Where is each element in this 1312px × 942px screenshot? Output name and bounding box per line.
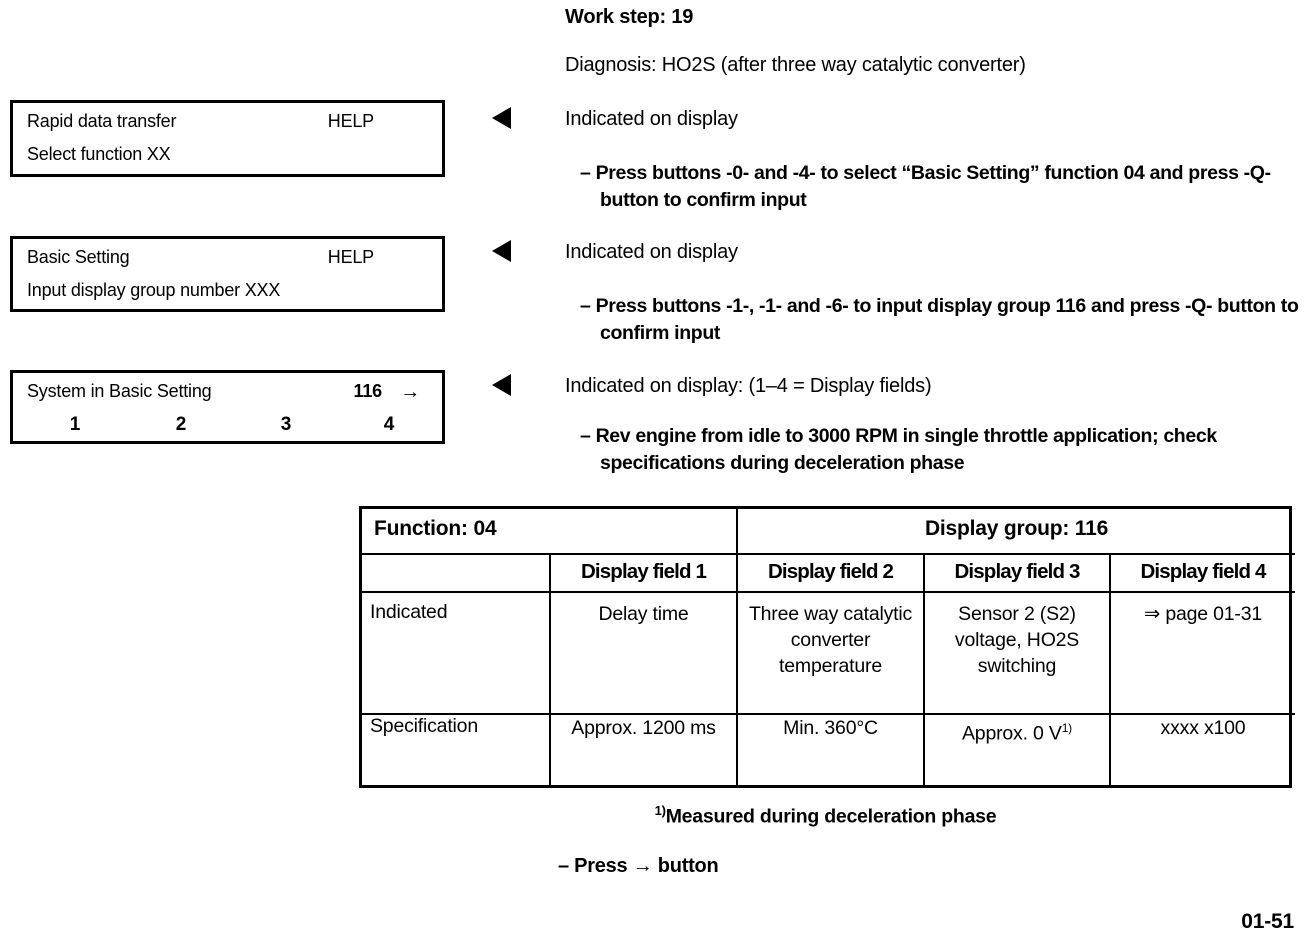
cell-spec-field-3: Approx. 0 V1) (925, 715, 1109, 747)
instruction-bullet-1: – Press buttons -0- and -4- to select “B… (580, 162, 1271, 211)
instruction-title-3: Indicated on display: (1–4 = Display fie… (565, 375, 932, 397)
cell-indicated-field-2: Three way catalytic converter temperatur… (748, 603, 913, 677)
table-header-row: Display field 1 Display field 2 Display … (362, 553, 1295, 593)
right-arrow-icon: → (400, 381, 420, 403)
instruction-bullet-3: – Rev engine from idle to 3000 RPM in si… (580, 425, 1217, 474)
table-row-specification: Specification Approx. 1200 ms Min. 360°C… (362, 713, 1295, 785)
display-group-value: 116 (353, 381, 383, 401)
row-label-specification: Specification (370, 715, 478, 737)
instruction-title-2: Indicated on display (565, 241, 738, 263)
instruction-bullet-2: – Press buttons -1-, -1- and -6- to inpu… (580, 295, 1299, 344)
display-title-1: Rapid data transfer (27, 111, 177, 131)
cell-spec-field-2: Min. 360°C (783, 717, 878, 739)
left-triangle-pointer-icon (492, 240, 511, 262)
left-triangle-pointer-icon (492, 107, 511, 129)
cell-indicated-field-1: Delay time (598, 603, 689, 625)
display-title-3: System in Basic Setting (27, 381, 212, 401)
column-header-display-field-1: Display field 1 (580, 560, 707, 583)
scanner-display-box-2: Basic Setting HELP Input display group n… (10, 236, 445, 312)
work-step-heading: Work step: 19 (565, 6, 694, 28)
display-field-number-3: 3 (280, 414, 292, 435)
scanner-display-box-3: System in Basic Setting 116 → 1 2 3 4 (10, 370, 445, 444)
cell-indicated-field-3: Sensor 2 (S2) voltage, HO2S switching (954, 603, 1080, 677)
scanner-display-box-1: Rapid data transfer HELP Select function… (10, 100, 445, 177)
instruction-title-1: Indicated on display (565, 108, 738, 130)
row-label-indicated: Indicated (370, 601, 448, 623)
footnote-marker: 1) (654, 803, 666, 818)
table-footnote: 1)Measured during deceleration phase (359, 803, 1292, 829)
display-field-number-2: 2 (175, 414, 187, 435)
page-number: 01-51 (1241, 910, 1294, 933)
table-title-row: Function: 04 Display group: 116 (362, 509, 1295, 555)
cell-spec-field-1: Approx. 1200 ms (571, 717, 716, 739)
column-header-display-field-2: Display field 2 (767, 560, 894, 583)
display-title-2: Basic Setting (27, 247, 130, 267)
specification-table: Function: 04 Display group: 116 Display … (359, 506, 1295, 788)
diagnosis-heading: Diagnosis: HO2S (after three way catalyt… (565, 54, 1026, 76)
display-field-number-4: 4 (383, 414, 395, 435)
cell-indicated-field-4: ⇒ page 01-31 (1143, 603, 1263, 625)
table-function-label: Function: 04 (374, 517, 497, 540)
display-help-label-1: HELP (327, 111, 374, 131)
table-row-indicated: Indicated Delay time Three way catalytic… (362, 591, 1295, 715)
press-button-instruction: – Press → button (558, 855, 719, 877)
table-display-group-label: Display group: 116 (924, 517, 1109, 540)
footnote-text: Measured during deceleration phase (665, 805, 997, 828)
display-prompt-2: Input display group number XXX (27, 280, 281, 300)
table-corner-cell (362, 555, 549, 591)
cell-spec-field-3-text: Approx. 0 V (962, 722, 1062, 745)
column-header-display-field-3: Display field 3 (954, 560, 1080, 583)
cell-spec-field-4: xxxx x100 (1160, 717, 1246, 739)
left-triangle-pointer-icon (492, 374, 511, 396)
display-help-label-2: HELP (327, 247, 374, 267)
display-prompt-1: Select function XX (27, 144, 171, 164)
display-field-number-1: 1 (69, 414, 81, 435)
column-header-display-field-4: Display field 4 (1140, 560, 1266, 583)
footnote-marker: 1) (1061, 721, 1072, 735)
